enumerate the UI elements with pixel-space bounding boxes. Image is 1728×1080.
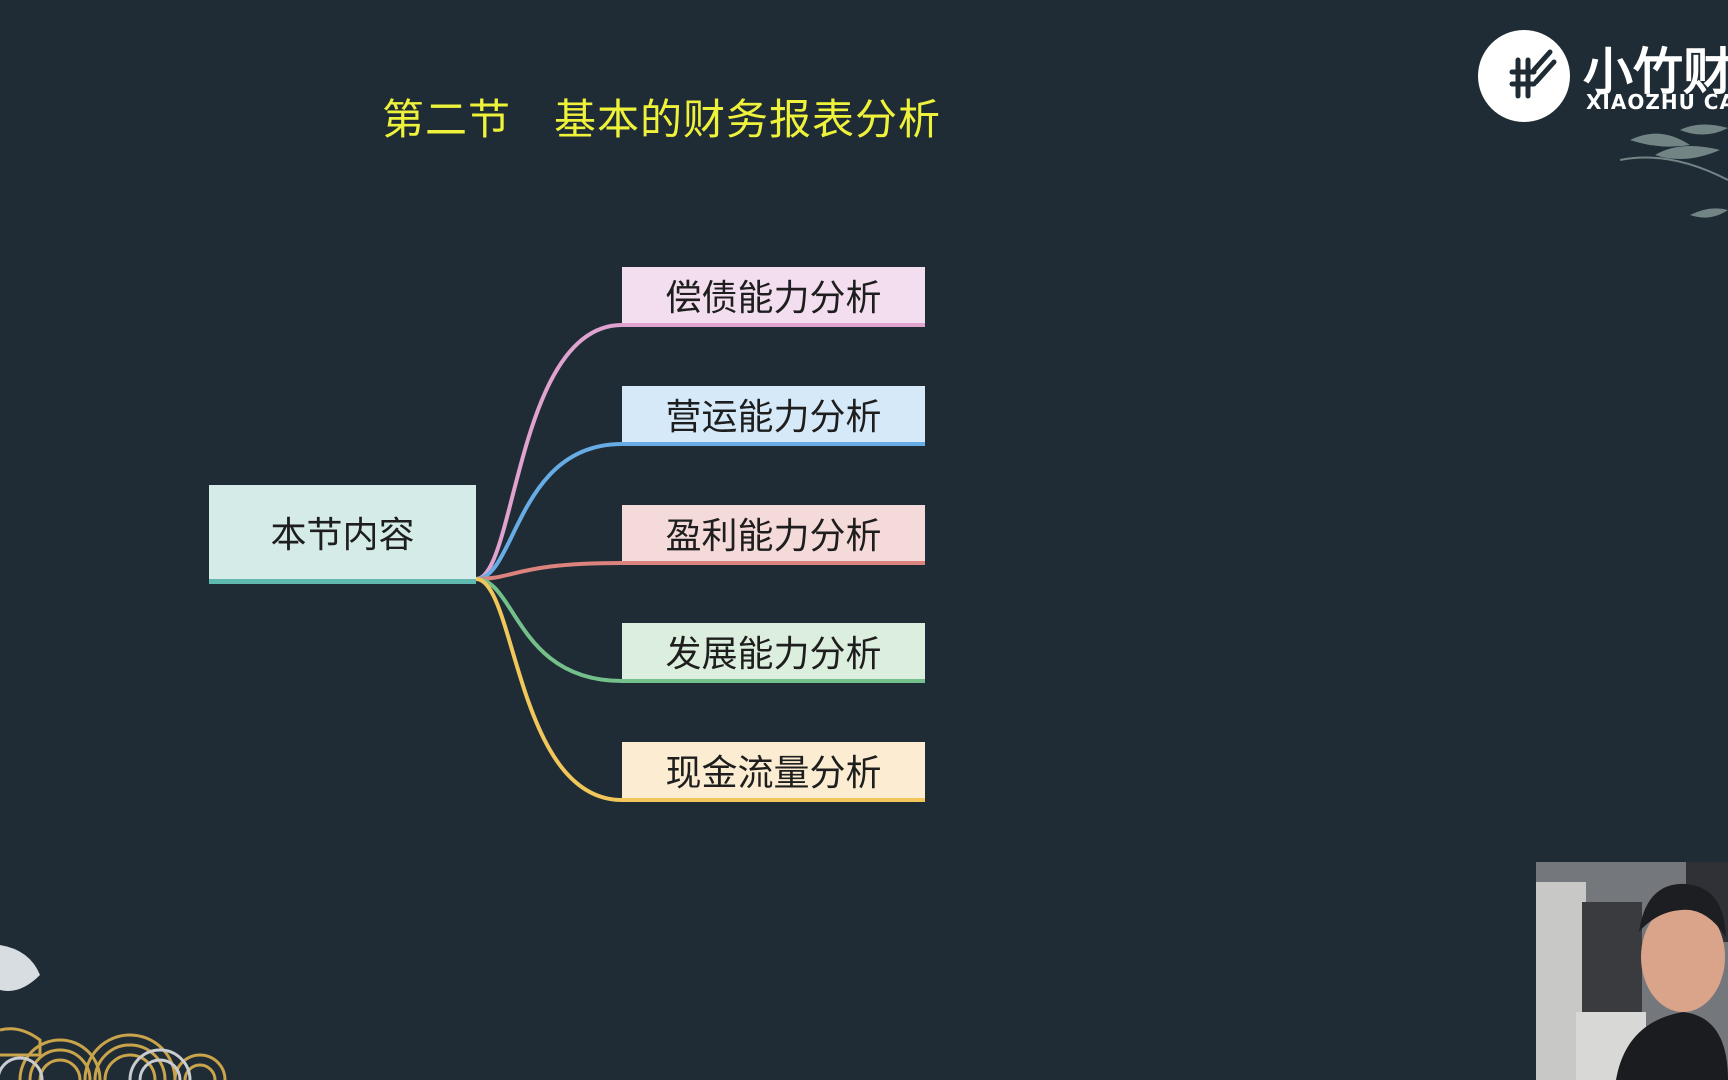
- brand-logo: 小竹财 XIAOZHU CA: [1478, 30, 1728, 160]
- link-profitability: [475, 561, 623, 581]
- mindmap-branch-operating: 营运能力分析: [622, 386, 925, 446]
- brand-name: 小竹财: [1583, 43, 1728, 101]
- link-solvency: [475, 323, 623, 581]
- link-operating: [475, 442, 623, 581]
- mindmap-branch-cashflow: 现金流量分析: [622, 742, 925, 802]
- bamboo-logo-icon: [1478, 30, 1570, 122]
- link-cashflow: [475, 577, 623, 802]
- presenter-webcam-video: [1536, 862, 1728, 1080]
- bamboo-leaves-decoration: [1620, 124, 1728, 218]
- mindmap-branch-development: 发展能力分析: [622, 623, 925, 683]
- mindmap-branch-profitability: 盈利能力分析: [622, 505, 925, 565]
- mindmap-branch-solvency: 偿债能力分析: [622, 267, 925, 327]
- brand-subtitle: XIAOZHU CA: [1586, 90, 1728, 114]
- link-development: [475, 577, 623, 683]
- slide-title: 第二节 基本的财务报表分析: [382, 95, 942, 144]
- mindmap-root-node: 本节内容: [209, 485, 476, 584]
- wave-cloud-decoration: [0, 945, 227, 1080]
